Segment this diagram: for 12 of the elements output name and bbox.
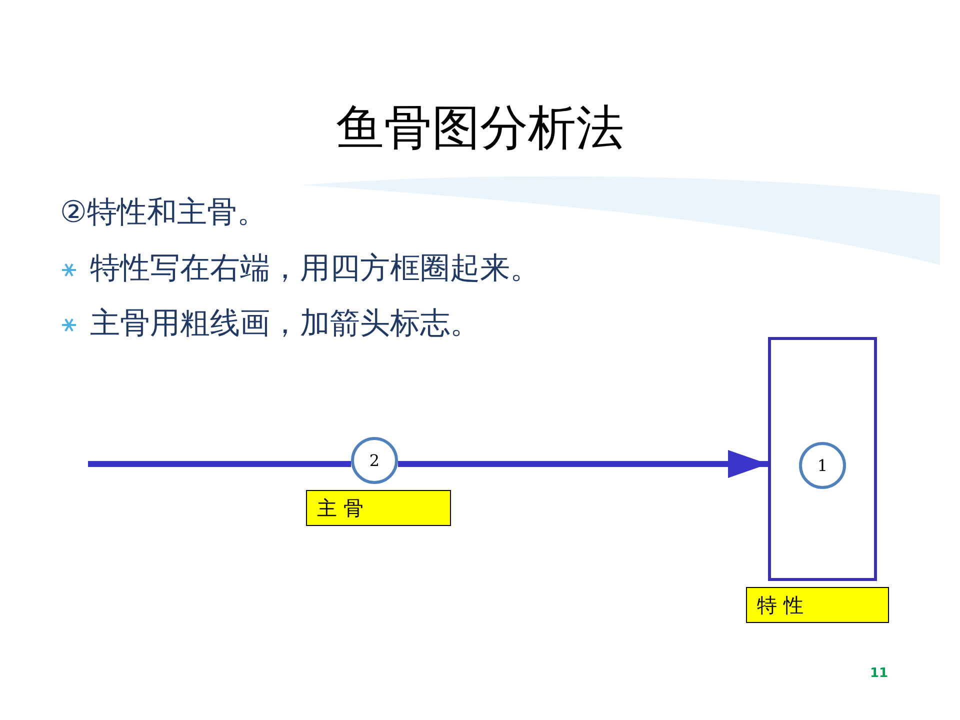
characteristic-frame — [768, 337, 877, 581]
number-circle: 1 — [799, 442, 846, 488]
page-number: 11 — [870, 666, 888, 681]
bullet-text: 主骨用粗线画，加箭头标志。 — [90, 305, 480, 343]
slide-title: 鱼骨图分析法 — [335, 99, 625, 158]
number-circle: 2 — [351, 437, 398, 484]
thick-line — [88, 461, 351, 467]
label-box: 特 性 — [746, 587, 889, 623]
heading-text: ②特性和主骨。 — [60, 194, 267, 232]
label-box: 主 骨 — [306, 490, 451, 526]
arrow — [398, 450, 768, 478]
bullet-text: 特性写在右端，用四方框圈起来。 — [90, 250, 540, 288]
